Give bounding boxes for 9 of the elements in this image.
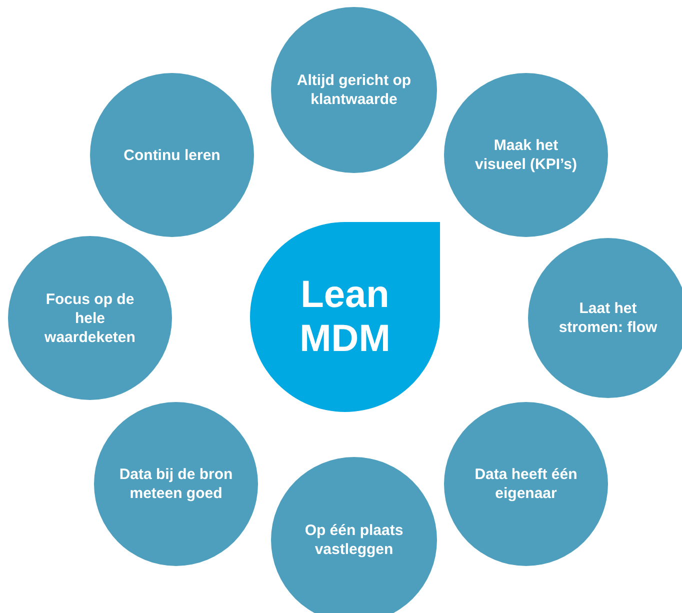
principle-text: Op één plaats vastleggen: [304, 521, 404, 559]
principle-text: Continu leren: [122, 146, 222, 164]
principle-text: Maak het visueel (KPI’s): [474, 136, 578, 174]
principle-text: Data heeft één eigenaar: [474, 465, 578, 503]
principle-text: Focus op de hele waardeketen: [44, 290, 136, 346]
principle-text: Data bij de bron meteen goed: [118, 465, 234, 503]
center-title: Lean MDM: [298, 273, 392, 361]
principle-text: Laat het stromen: flow: [558, 299, 658, 337]
principle-text: Altijd gericht op klantwaarde: [296, 71, 412, 109]
